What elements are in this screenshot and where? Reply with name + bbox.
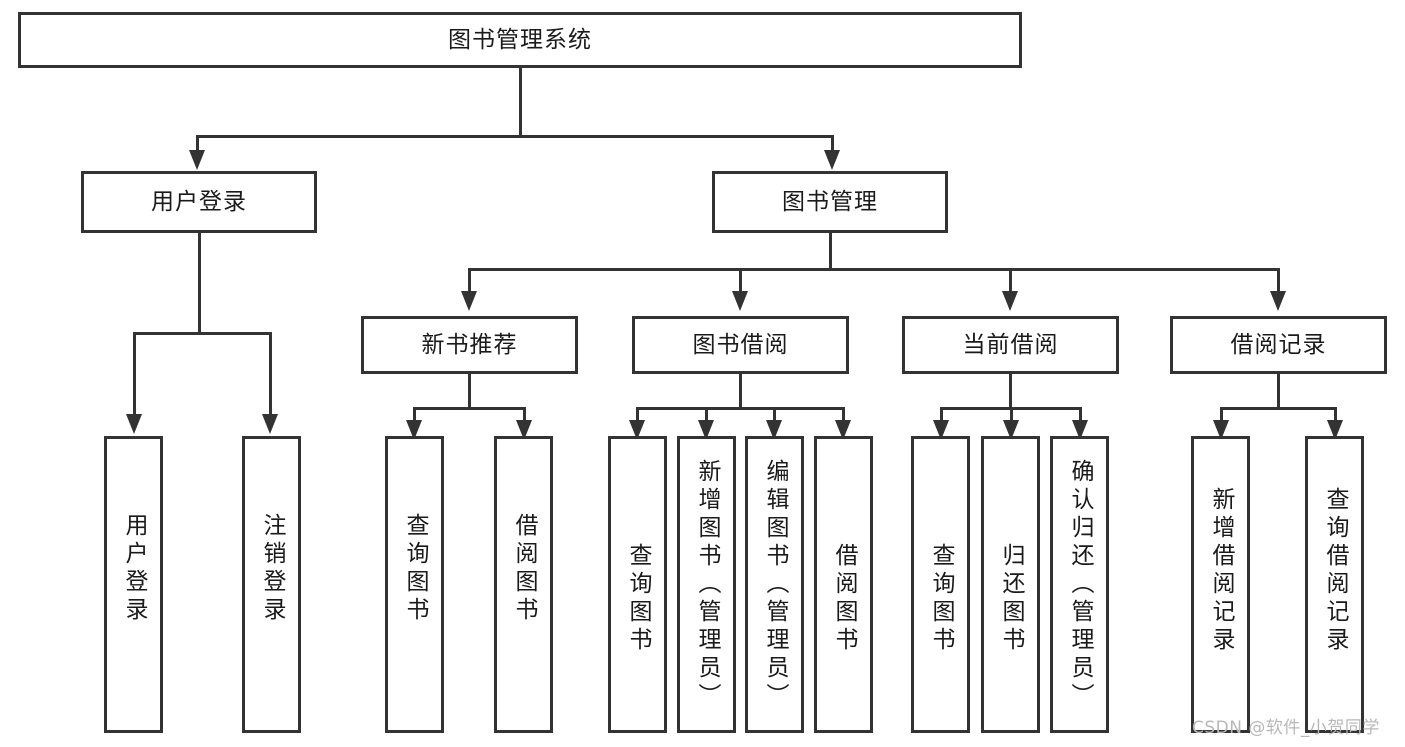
edge-to-leaf-query-record (1334, 407, 1337, 423)
edge-root-to-book-management (831, 135, 834, 153)
arrowhead-leaf-borrow-book-2 (835, 420, 851, 440)
edge-to-current-borrow (1009, 268, 1012, 294)
edge-to-leaf-borrow-book-2 (842, 407, 845, 423)
arrowhead-leaf-confirm-return (1072, 420, 1088, 440)
edge-to-leaf-add-record (1220, 407, 1223, 423)
edge-to-leaf-user-login (133, 332, 136, 417)
edge-book-borrow-bus (636, 407, 845, 410)
node-book-management[interactable]: 图书管理 (712, 171, 948, 233)
arrowhead-leaf-query-book-3 (933, 420, 949, 440)
arrowhead-borrow-record (1270, 291, 1286, 311)
edge-root-stem (519, 68, 522, 137)
node-leaf-query-book-3[interactable]: 查询图书 (911, 436, 970, 733)
node-current-borrow[interactable]: 当前借阅 (902, 316, 1119, 374)
edge-to-book-borrow (739, 268, 742, 294)
node-leaf-query-book-1[interactable]: 查询图书 (385, 436, 444, 733)
edge-to-leaf-edit-book (773, 407, 776, 423)
node-leaf-confirm-return[interactable]: 确认归还（管理员） (1050, 436, 1109, 733)
csdn-watermark: CSDN @软件_小贺同学 (1192, 718, 1380, 738)
node-current-borrow-label: 当前借阅 (962, 331, 1059, 358)
edge-borrow-record-bus (1220, 407, 1337, 410)
node-leaf-query-book-2-label: 查询图书 (625, 543, 651, 655)
edge-level3-bus (468, 268, 1280, 271)
edge-user-login-bus (133, 332, 272, 335)
node-leaf-query-book-1-label: 查询图书 (402, 513, 428, 625)
arrowhead-leaf-add-book (698, 420, 714, 440)
edge-to-leaf-confirm-return (1079, 407, 1082, 423)
node-leaf-add-record-label: 新增借阅记录 (1208, 487, 1234, 655)
node-leaf-query-record-label: 查询借阅记录 (1322, 487, 1348, 655)
edge-root-to-user-login (196, 135, 199, 153)
node-user-login[interactable]: 用户登录 (81, 171, 317, 233)
node-leaf-borrow-book-2-label: 借阅图书 (831, 543, 857, 655)
arrowhead-book-borrow (732, 291, 748, 311)
edge-new-book-recommend-bus (413, 407, 526, 410)
arrowhead-leaf-add-record (1213, 420, 1229, 440)
node-leaf-return-book-label: 归还图书 (998, 543, 1024, 655)
edge-root-bus (196, 135, 834, 138)
node-root-label: 图书管理系统 (448, 26, 592, 53)
edge-new-book-recommend-stem (468, 374, 471, 410)
node-leaf-query-record[interactable]: 查询借阅记录 (1305, 436, 1364, 733)
node-leaf-add-record[interactable]: 新增借阅记录 (1191, 436, 1250, 733)
node-book-management-label: 图书管理 (782, 188, 878, 215)
edge-to-leaf-borrow-book-1 (523, 407, 526, 423)
arrowhead-leaf-return-book (1003, 420, 1019, 440)
node-leaf-add-book-label: 新增图书（管理员） (694, 459, 720, 711)
node-leaf-borrow-book-2[interactable]: 借阅图书 (814, 436, 873, 733)
arrowhead-leaf-query-book-1 (406, 420, 422, 440)
node-leaf-confirm-return-label: 确认归还（管理员） (1067, 459, 1093, 711)
edge-to-leaf-query-book-1 (413, 407, 416, 423)
edge-book-management-stem (829, 233, 832, 271)
arrowhead-leaf-borrow-book-1 (516, 420, 532, 440)
arrowhead-leaf-logout-login (262, 414, 278, 434)
node-borrow-record[interactable]: 借阅记录 (1170, 316, 1387, 374)
node-leaf-add-book[interactable]: 新增图书（管理员） (677, 436, 736, 733)
node-book-borrow[interactable]: 图书借阅 (632, 316, 849, 374)
node-new-book-recommend[interactable]: 新书推荐 (361, 316, 578, 374)
edge-book-borrow-stem (739, 374, 742, 410)
edge-borrow-record-stem (1277, 374, 1280, 410)
edge-to-leaf-query-book-3 (940, 407, 943, 423)
node-leaf-query-book-2[interactable]: 查询图书 (608, 436, 667, 733)
node-leaf-edit-book[interactable]: 编辑图书（管理员） (745, 436, 804, 733)
node-leaf-query-book-3-label: 查询图书 (928, 543, 954, 655)
node-root[interactable]: 图书管理系统 (18, 12, 1022, 68)
arrowhead-user-login (189, 150, 205, 170)
node-book-borrow-label: 图书借阅 (692, 331, 789, 358)
arrowhead-leaf-edit-book (766, 420, 782, 440)
arrowhead-leaf-query-book-2 (629, 420, 645, 440)
node-leaf-user-login[interactable]: 用户登录 (104, 436, 163, 733)
arrowhead-leaf-user-login (126, 414, 142, 434)
arrowhead-new-book-recommend (461, 291, 477, 311)
node-leaf-borrow-book-1-label: 借阅图书 (511, 513, 537, 625)
edge-to-leaf-query-book-2 (636, 407, 639, 423)
arrowhead-current-borrow (1002, 291, 1018, 311)
node-leaf-logout-login-label: 注销登录 (259, 513, 285, 625)
edge-to-leaf-add-book (705, 407, 708, 423)
edge-user-login-stem (198, 233, 201, 335)
node-leaf-edit-book-label: 编辑图书（管理员） (762, 459, 788, 711)
edge-to-leaf-logout-login (269, 332, 272, 417)
edge-current-borrow-stem (1009, 374, 1012, 410)
edge-to-borrow-record (1277, 268, 1280, 294)
arrowhead-leaf-query-record (1327, 420, 1343, 440)
edge-to-leaf-return-book (1010, 407, 1013, 423)
arrowhead-book-management (824, 150, 840, 170)
node-leaf-logout-login[interactable]: 注销登录 (242, 436, 301, 733)
edge-to-new-book-recommend (468, 268, 471, 294)
node-leaf-borrow-book-1[interactable]: 借阅图书 (494, 436, 553, 733)
node-leaf-user-login-label: 用户登录 (121, 513, 147, 625)
node-borrow-record-label: 借阅记录 (1230, 331, 1327, 358)
node-new-book-recommend-label: 新书推荐 (421, 331, 518, 358)
node-leaf-return-book[interactable]: 归还图书 (981, 436, 1040, 733)
node-user-login-label: 用户登录 (151, 188, 247, 215)
